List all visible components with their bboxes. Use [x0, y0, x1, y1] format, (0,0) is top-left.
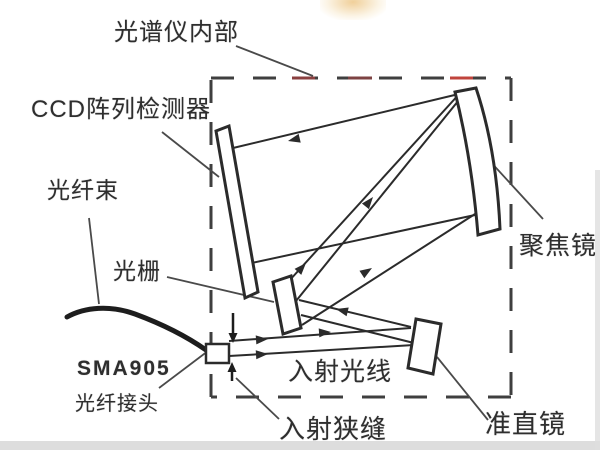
label-entrance-slit: 入射狭缝 — [279, 414, 388, 444]
label-fiber-bundle: 光纤束 — [47, 177, 119, 203]
leader-focusing-mirror — [486, 157, 544, 220]
leader-entrance-slit — [235, 377, 280, 420]
label-fiber-connector: 光纤接头 — [75, 393, 159, 415]
fiber-curve — [64, 305, 209, 353]
ray-focus-to-ccd-1 — [232, 92, 464, 149]
ray-collimator-to-grating-1 — [298, 299, 412, 328]
ray-focus-to-ccd-2 — [246, 214, 476, 265]
label-collimating-mirror: 准直镜 — [485, 409, 567, 439]
leader-spectrometer-interior — [235, 45, 314, 77]
label-spectrometer-interior: 光谱仪内部 — [114, 19, 239, 46]
collimating-mirror-shape — [406, 317, 443, 376]
image-edge-artifact-bottom — [0, 441, 600, 450]
image-edge-artifact-right — [595, 170, 600, 450]
entrance-slit-arrows — [227, 313, 238, 381]
label-ccd-detector: CCD阵列检测器 — [31, 96, 211, 123]
leader-collimating-mirror — [436, 356, 489, 421]
leader-sma905 — [158, 350, 209, 389]
ccd-detector-shape — [214, 123, 260, 301]
ray-collimator-to-grating-2 — [300, 314, 415, 344]
ray-grating-to-focus-1 — [288, 91, 462, 282]
focusing-mirror-shape — [453, 86, 502, 237]
leader-lines — [88, 45, 544, 421]
label-incident-ray: 入射光线 — [288, 358, 393, 386]
leader-grating — [166, 276, 275, 303]
leader-fiber-bundle — [88, 217, 100, 305]
light-rays — [228, 91, 476, 357]
ray-grating-to-focus-3 — [301, 213, 476, 326]
label-sma905: SMA905 — [77, 357, 171, 380]
label-grating: 光栅 — [113, 258, 161, 284]
leader-ccd — [161, 131, 220, 178]
label-focusing-mirror: 聚焦镜 — [519, 232, 598, 260]
sma905-connector-shape — [204, 342, 231, 365]
ray-grating-to-focus-2 — [295, 94, 464, 302]
grating-shape — [271, 274, 303, 336]
scan-artifact-smudge — [320, 0, 386, 20]
ray-arrowheads — [255, 133, 373, 360]
